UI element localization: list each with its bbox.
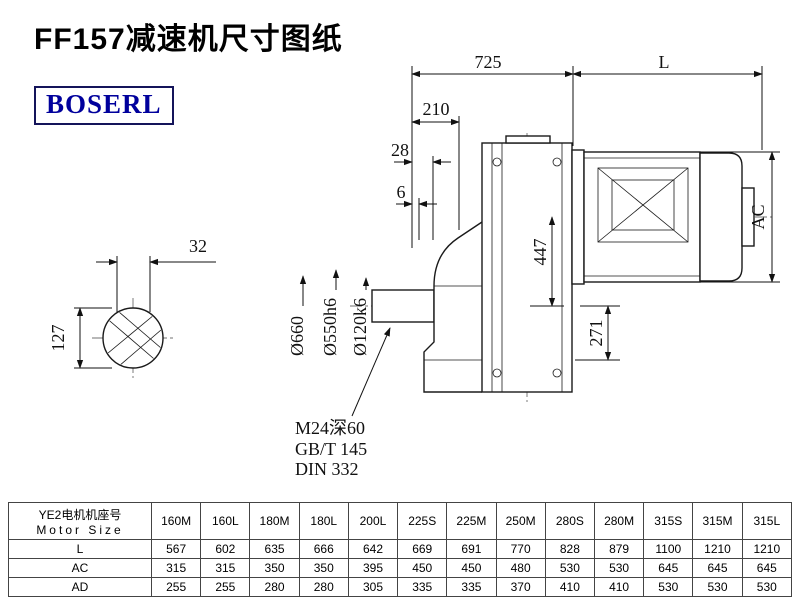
- table-col-header: 250M: [495, 502, 546, 540]
- mounting-hole: [492, 157, 502, 167]
- brand-logo: BOSERL: [34, 86, 174, 125]
- dim-127-label: 127: [48, 325, 68, 352]
- table-col-header: 280S: [544, 502, 595, 540]
- table-cell: 1210: [692, 539, 743, 559]
- table-cell: 645: [741, 558, 793, 578]
- table-cell: 410: [593, 577, 645, 597]
- table-col-header: 160L: [200, 502, 251, 540]
- table-cell: 350: [249, 558, 300, 578]
- table-cell: 280: [298, 577, 349, 597]
- table-cell: 567: [150, 539, 202, 559]
- table-row-label: AC: [8, 558, 152, 578]
- table-col-header: 315S: [643, 502, 694, 540]
- table-cell: 645: [643, 558, 694, 578]
- motor: [571, 149, 755, 285]
- table-cell: 691: [446, 539, 497, 559]
- table-cell: 1210: [741, 539, 793, 559]
- dia-660-label: Ø660: [287, 316, 307, 356]
- thread-spec-label: M24深60: [295, 418, 365, 438]
- dim-447-label: 447: [530, 239, 550, 266]
- table-cell: 335: [397, 577, 448, 597]
- brand-logo-text: BOSERL: [46, 89, 162, 119]
- table-col-header: 225S: [397, 502, 448, 540]
- dim-210-label: 210: [423, 99, 450, 119]
- table-cell: 669: [397, 539, 448, 559]
- table-cell: 879: [593, 539, 645, 559]
- mounting-hole: [552, 368, 562, 378]
- page-title: FF157减速机尺寸图纸: [34, 23, 343, 56]
- table-cell: 1100: [643, 539, 694, 559]
- table-cell: 315: [150, 558, 202, 578]
- table-cell: 450: [446, 558, 497, 578]
- table-col-header: 315M: [692, 502, 743, 540]
- dim-271-label: 271: [586, 320, 606, 347]
- table-row-label: AD: [8, 577, 152, 597]
- dia-120-label: Ø120k6: [350, 298, 370, 356]
- table-cell: 480: [495, 558, 546, 578]
- table-cell: 450: [397, 558, 448, 578]
- table-cell: 280: [249, 577, 300, 597]
- table-cell: 255: [200, 577, 251, 597]
- dim-AC-label: AC: [748, 204, 768, 229]
- table-col-header: 180M: [249, 502, 300, 540]
- dia-550-label: Ø550h6: [320, 298, 340, 356]
- table-cell: 666: [298, 539, 349, 559]
- table-cell: 602: [200, 539, 251, 559]
- table-cell: 645: [692, 558, 743, 578]
- table-cell: 410: [544, 577, 595, 597]
- table-cell: 530: [544, 558, 595, 578]
- gearbox-side-view: 725 L 210 28 6 AC 447 271 Ø660: [287, 52, 780, 479]
- dim-28-label: 28: [391, 140, 409, 160]
- table-col-header: 160M: [150, 502, 202, 540]
- fan-cowl: [699, 152, 743, 282]
- table-cell: 395: [347, 558, 399, 578]
- table-cell: 350: [298, 558, 349, 578]
- motor-header-en: Motor Size: [36, 522, 124, 537]
- standard-din-label: DIN 332: [295, 459, 359, 479]
- mounting-hole: [492, 368, 502, 378]
- table-col-header: 315L: [741, 502, 793, 540]
- table-cell: 305: [347, 577, 399, 597]
- shaft-hatching: [104, 309, 162, 367]
- output-shaft: [371, 289, 435, 323]
- table-cell: 770: [495, 539, 546, 559]
- table-row-label: L: [8, 539, 152, 559]
- output-flange-bell: [423, 221, 483, 393]
- mounting-hole: [552, 157, 562, 167]
- table-cell: 315: [200, 558, 251, 578]
- shaft-end-view: 32 127: [48, 236, 216, 378]
- table-cell: 530: [692, 577, 743, 597]
- table-cell: 370: [495, 577, 546, 597]
- motor-header-cn: YE2电机机座号: [38, 507, 122, 522]
- table-cell: 530: [593, 558, 645, 578]
- dim-32-label: 32: [189, 236, 207, 256]
- table-cell: 255: [150, 577, 202, 597]
- dim-L-label: L: [659, 52, 670, 72]
- table-cell: 335: [446, 577, 497, 597]
- table-col-header: 200L: [347, 502, 399, 540]
- table-cell: 530: [741, 577, 793, 597]
- table-cell: 828: [544, 539, 595, 559]
- dim-6-label: 6: [397, 182, 406, 202]
- dim-725-label: 725: [475, 52, 502, 72]
- standard-gb-label: GB/T 145: [295, 439, 367, 459]
- table-cell: 635: [249, 539, 300, 559]
- table-col-header: 225M: [446, 502, 497, 540]
- table-col-header: 180L: [298, 502, 349, 540]
- gear-housing: [481, 142, 573, 393]
- table-cell: 530: [643, 577, 694, 597]
- table-cell: 642: [347, 539, 399, 559]
- table-col-header: 280M: [593, 502, 645, 540]
